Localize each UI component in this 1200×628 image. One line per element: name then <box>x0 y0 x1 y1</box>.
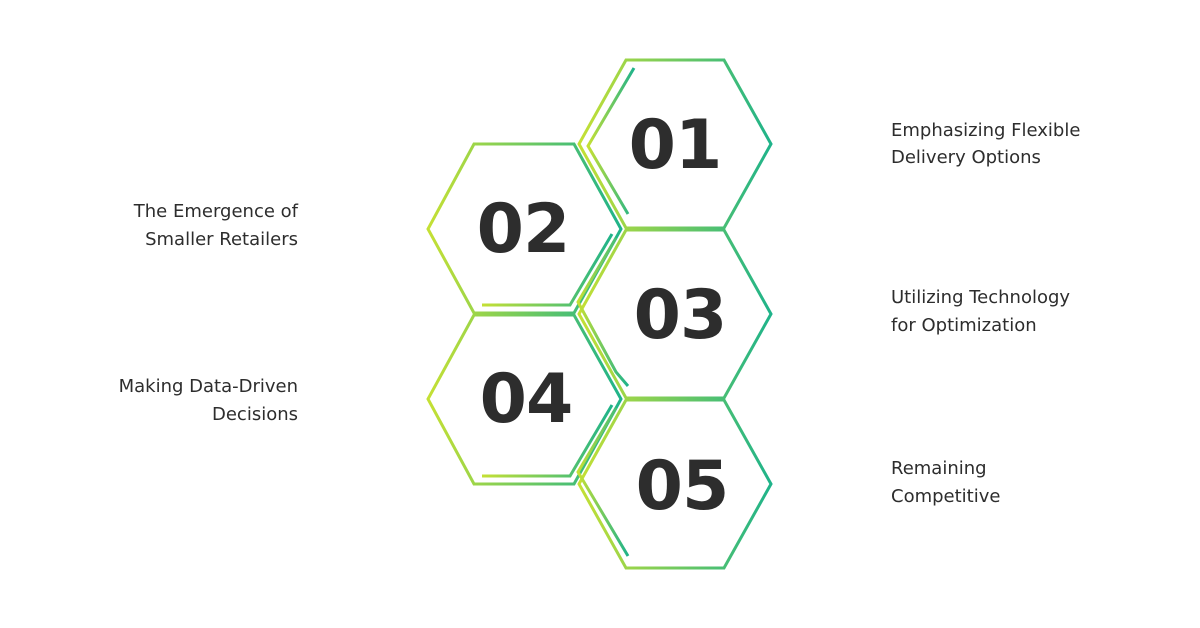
step-05: 05 Remaining Competitive <box>576 398 1000 570</box>
step-02-label-line1: The Emergence of <box>133 201 299 222</box>
step-01-hexagon <box>577 58 773 230</box>
step-03-inner-edge <box>576 237 630 387</box>
step-02-number: 02 <box>477 190 570 269</box>
step-05-hexagon <box>577 398 773 570</box>
step-02: 02 The Emergence of Smaller Retailers <box>133 142 623 315</box>
step-05-label-line2: Competitive <box>891 486 1000 507</box>
step-05-label-line1: Remaining <box>891 458 987 479</box>
step-03-label-line2: for Optimization <box>891 315 1037 336</box>
step-02-hexagon <box>426 142 623 315</box>
step-04-label-line2: Decisions <box>212 404 298 425</box>
step-04-hexagon <box>426 313 623 486</box>
step-03-number: 03 <box>634 276 727 355</box>
step-01: 01 Emphasizing Flexible Delivery Options <box>577 58 1080 230</box>
step-05-number: 05 <box>636 447 729 526</box>
step-02-label-line2: Smaller Retailers <box>145 229 298 250</box>
step-03-hexagon <box>577 228 773 400</box>
step-04-label-line1: Making Data-Driven <box>119 376 298 397</box>
step-05-inner-edge <box>576 407 630 557</box>
step-04-inner-edge <box>482 404 614 478</box>
step-04: 04 Making Data-Driven Decisions <box>119 313 623 486</box>
step-04-number: 04 <box>480 360 573 439</box>
step-01-label-line2: Delivery Options <box>891 147 1041 168</box>
step-01-number: 01 <box>629 106 722 185</box>
step-01-label-line1: Emphasizing Flexible <box>891 120 1080 141</box>
step-03: 03 Utilizing Technology for Optimization <box>576 228 1070 400</box>
step-01-inner-edge <box>586 67 636 215</box>
step-02-inner-edge <box>482 233 614 307</box>
step-03-label-line1: Utilizing Technology <box>891 287 1070 308</box>
